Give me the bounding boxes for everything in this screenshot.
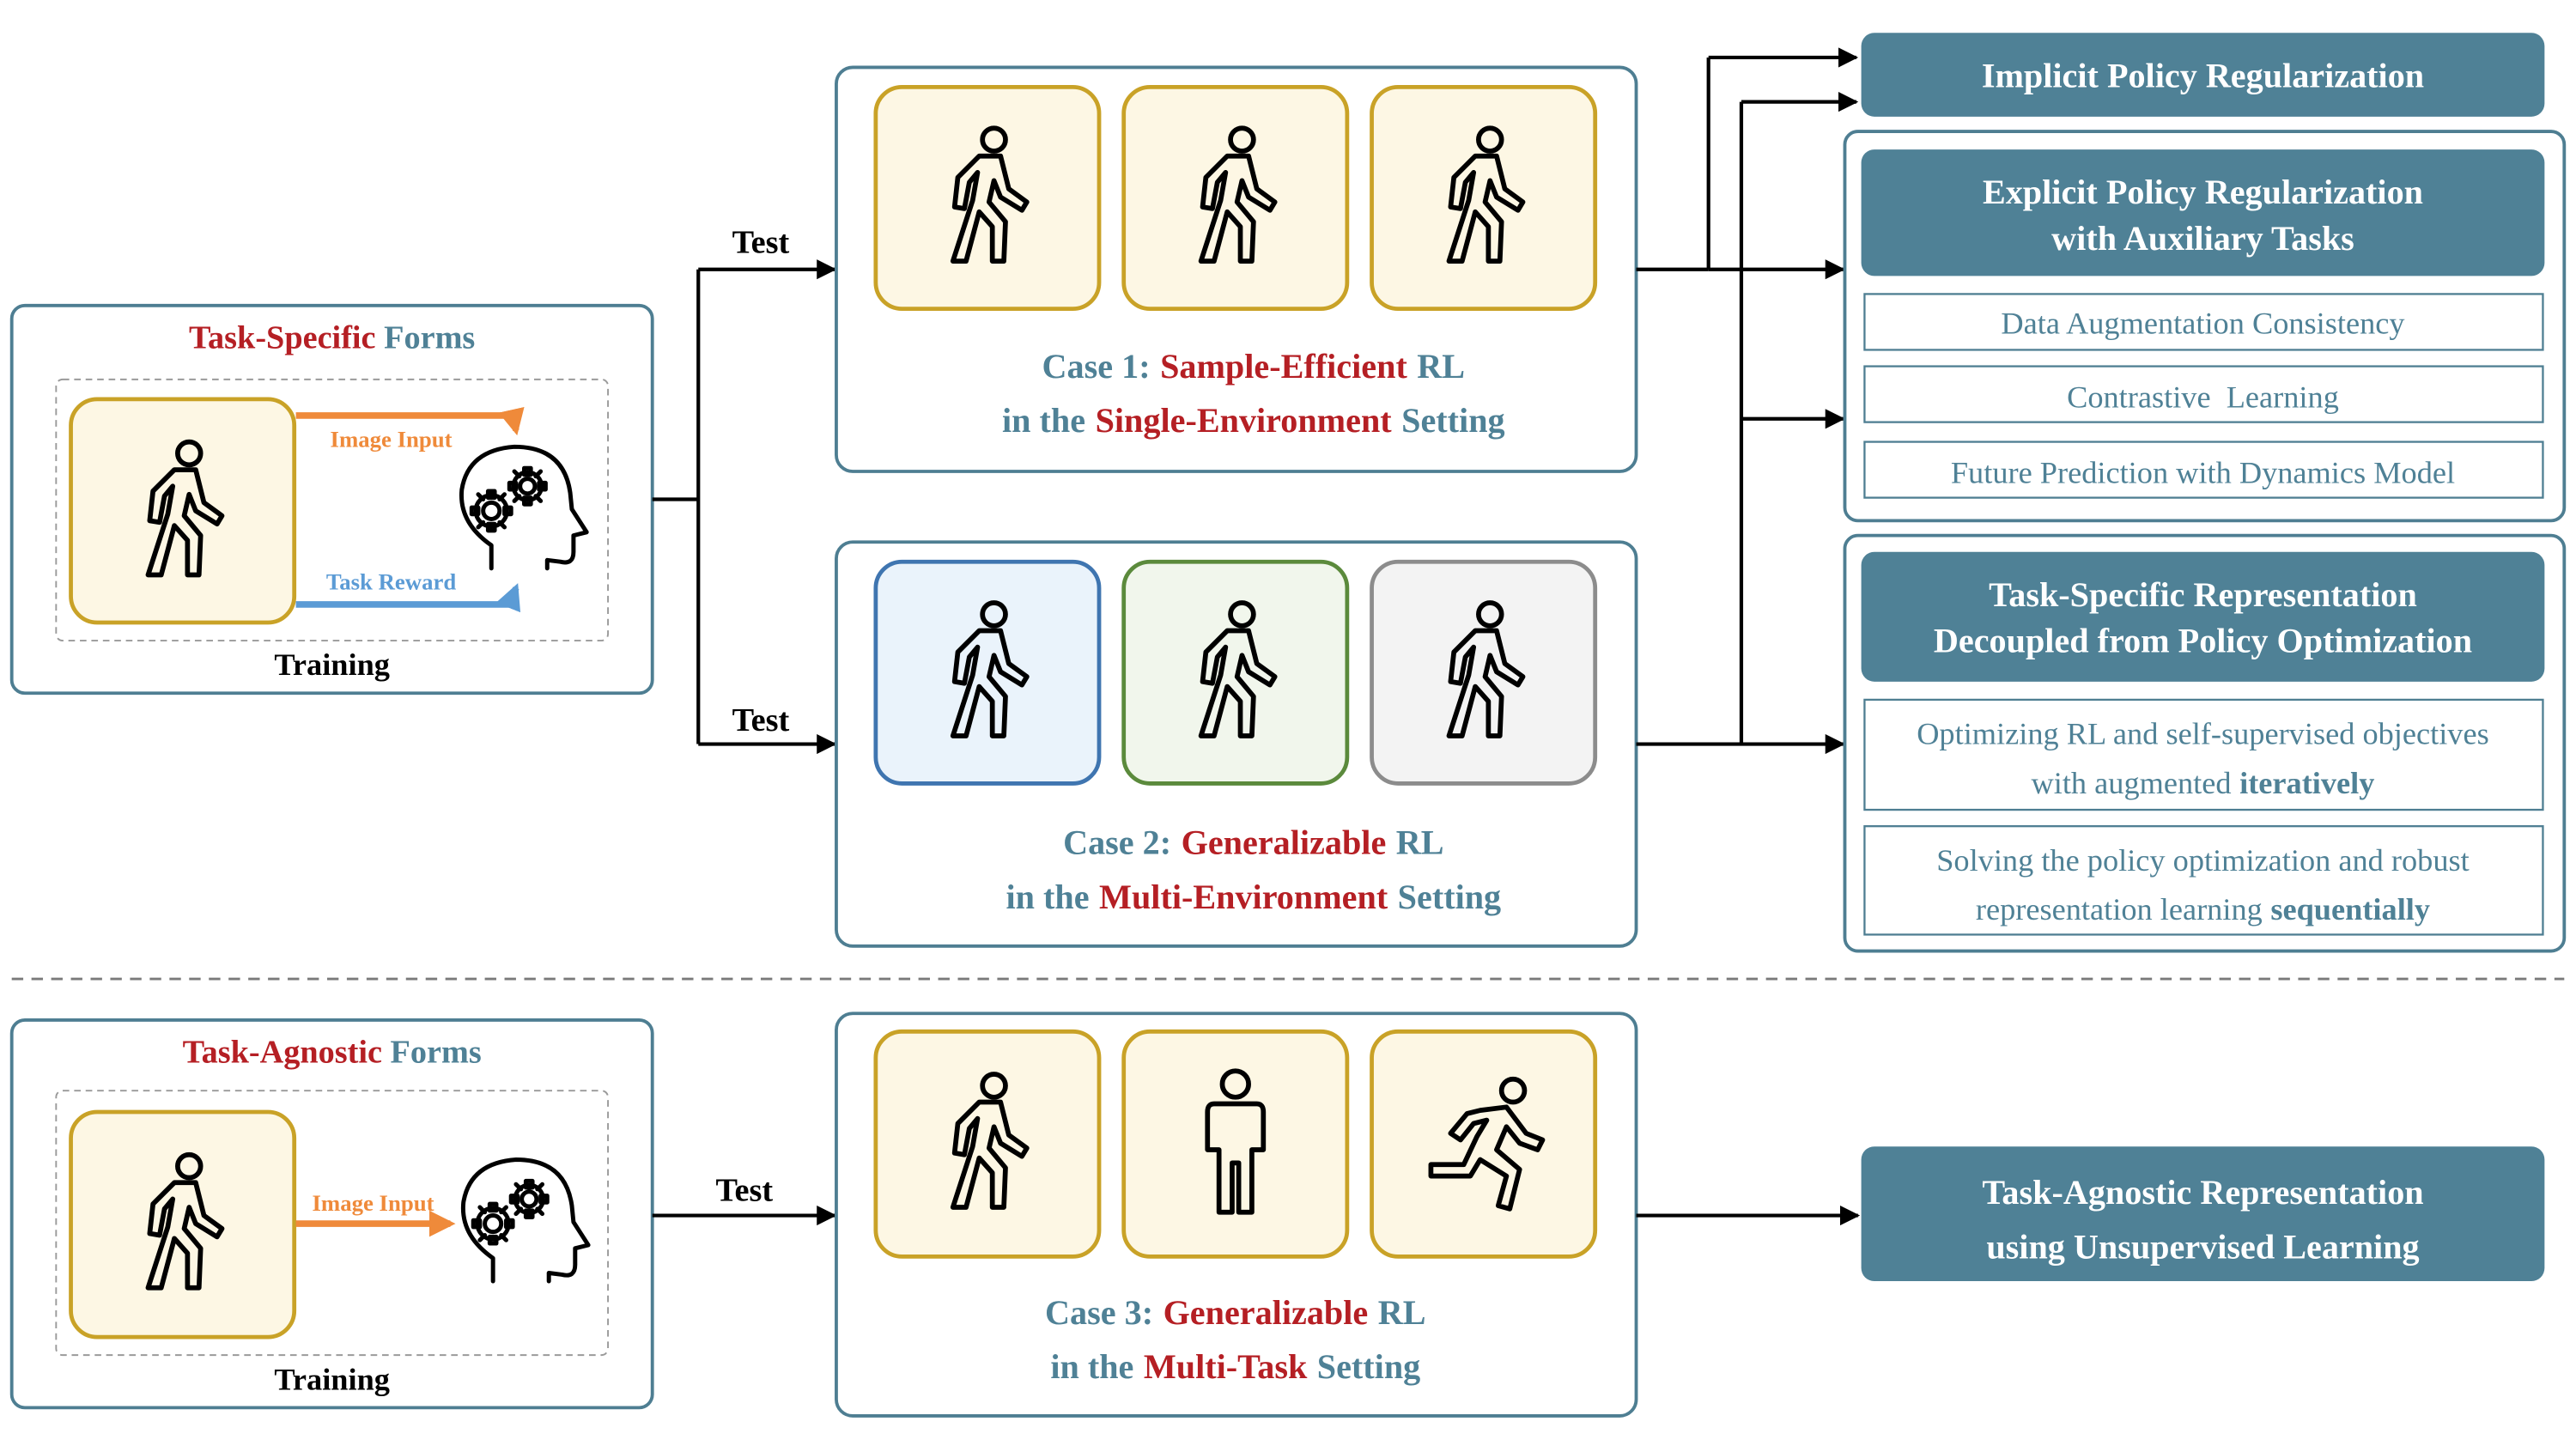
case-3-tile-3 xyxy=(1370,1029,1598,1259)
case-1-tile-1 xyxy=(873,84,1102,312)
explicit-item-2: Contrastive Learning xyxy=(2067,380,2339,414)
decoupled-item-box-1 xyxy=(1863,698,2544,811)
decoupled-representation-header xyxy=(1861,551,2545,682)
method-connectors xyxy=(1636,47,1859,755)
training-dashed-box xyxy=(55,1090,610,1357)
explicit-item-box-2 xyxy=(1863,365,2544,423)
case-3-tile-2 xyxy=(1121,1029,1350,1259)
explicit-item-box-3 xyxy=(1863,440,2544,499)
observation-tile xyxy=(69,397,297,625)
training-label: Training xyxy=(274,647,390,682)
case-1-tile-2 xyxy=(1121,84,1350,312)
explicit-regularization-line2: with Auxiliary Tasks xyxy=(2051,219,2354,258)
task-reward-arrow xyxy=(295,583,521,613)
test-label-3: Test xyxy=(716,1172,774,1208)
case-2-tile-2 xyxy=(1121,559,1350,786)
training-label: Training xyxy=(274,1362,390,1396)
test-label-1: Test xyxy=(732,225,790,261)
explicit-regularization-group: Explicit Policy Regularization with Auxi… xyxy=(1843,130,2567,523)
explicit-item-1: Data Augmentation Consistency xyxy=(2001,306,2405,340)
explicit-item-3: Future Prediction with Dynamics Model xyxy=(1951,455,2455,489)
explicit-regularization-line1: Explicit Policy Regularization xyxy=(1983,173,2423,211)
training-dashed-box xyxy=(55,378,610,641)
task-agnostic-representation-line1: Task-Agnostic Representation xyxy=(1982,1173,2423,1212)
decoupled-representation-line2: Decoupled from Policy Optimization xyxy=(1934,621,2472,659)
image-input-arrow xyxy=(295,406,525,436)
decoupled-item-1-line1: Optimizing RL and self-supervised object… xyxy=(1917,717,2489,751)
observation-tile xyxy=(69,1109,297,1340)
case-1-tile-3 xyxy=(1370,84,1598,312)
decoupled-representation-line1: Task-Specific Representation xyxy=(1989,575,2417,614)
case-3-tile-1 xyxy=(873,1029,1102,1259)
case-2-tile-3 xyxy=(1370,559,1598,786)
task-reward-label: Task Reward xyxy=(326,569,457,595)
task-agnostic-representation-box: Task-Agnostic Representation using Unsup… xyxy=(1861,1146,2545,1282)
decoupled-item-2-line1: Solving the policy optimization and robu… xyxy=(1936,843,2470,878)
implicit-regularization-label: Implicit Policy Regularization xyxy=(1982,56,2424,94)
task-agnostic-representation-line2: using Unsupervised Learning xyxy=(1986,1227,2419,1266)
image-input-label: Image Input xyxy=(312,1190,434,1216)
test-connectors-top xyxy=(652,259,837,755)
decoupled-representation-group: Task-Specific Representation Decoupled f… xyxy=(1843,533,2567,953)
implicit-regularization-box: Implicit Policy Regularization xyxy=(1861,33,2545,117)
decoupled-item-box-2 xyxy=(1863,825,2544,936)
explicit-item-box-1 xyxy=(1863,293,2544,351)
image-input-label: Image Input xyxy=(331,426,453,452)
test-label-2: Test xyxy=(732,702,790,738)
case-2-tile-1 xyxy=(873,559,1102,786)
explicit-regularization-header xyxy=(1861,149,2545,276)
